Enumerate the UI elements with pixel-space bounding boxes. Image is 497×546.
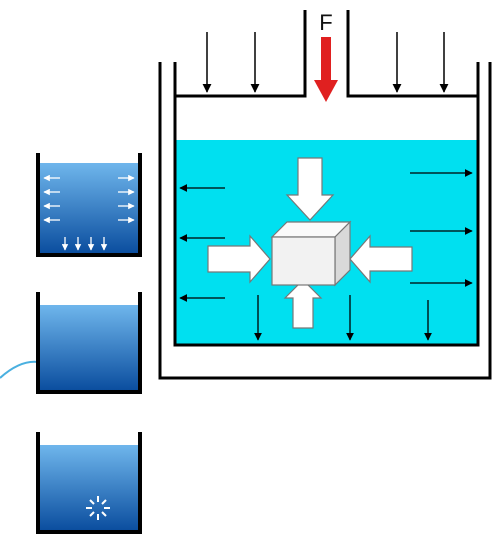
container-inner-wall [173, 62, 480, 347]
right-compression-arrow [349, 234, 413, 284]
force-label: F [319, 10, 332, 35]
piston [175, 10, 478, 98]
block-compression-arrows [207, 157, 413, 329]
force-arrow-icon [314, 37, 338, 102]
inner-pressure-arrows-icon [43, 174, 135, 251]
piston-load-arrows [202, 32, 449, 93]
container-wall [158, 62, 492, 380]
pipe-icon [0, 360, 39, 379]
bubble-burst-icon [86, 496, 110, 520]
side-pressure-arrows [179, 169, 473, 341]
beaker-pipe [0, 292, 142, 394]
top-compression-arrow [285, 157, 335, 221]
bottom-compression-arrow [283, 279, 323, 329]
beaker-burst [36, 432, 142, 534]
beaker-pressure [36, 153, 142, 257]
cube-icon [270, 220, 352, 287]
left-compression-arrow [207, 234, 271, 284]
main-container: F [158, 10, 492, 380]
